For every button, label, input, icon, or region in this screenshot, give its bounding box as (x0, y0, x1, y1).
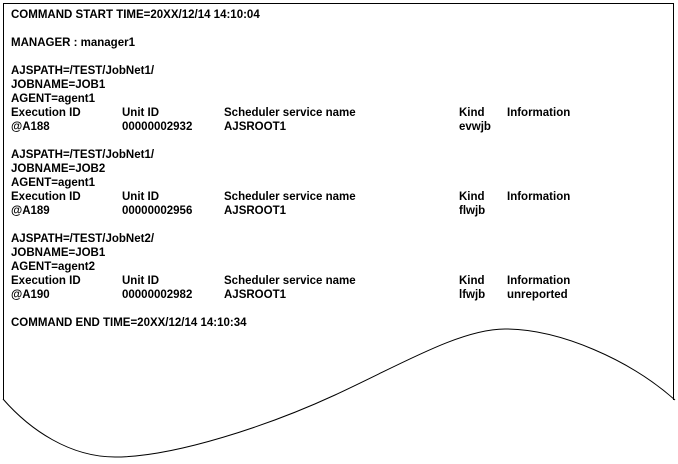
agent-line: AGENT=agent1 (11, 177, 96, 189)
column-header-kind: Kind (459, 275, 485, 287)
column-header-scheduler-service-name: Scheduler service name (224, 191, 356, 203)
cell-scheduler-service-name: AJSROOT1 (224, 289, 286, 301)
cell-unit-id: 00000002932 (122, 121, 193, 133)
column-header-information: Information (507, 191, 571, 203)
jobname-line: JOBNAME=JOB1 (11, 79, 106, 91)
cell-execution-id: @A190 (11, 289, 50, 301)
column-header-execution-id: Execution ID (11, 275, 81, 287)
column-header-information: Information (507, 275, 571, 287)
column-header-scheduler-service-name: Scheduler service name (224, 275, 356, 287)
cell-scheduler-service-name: AJSROOT1 (224, 205, 286, 217)
command-start-time-line: COMMAND START TIME=20XX/12/14 14:10:04 (11, 9, 260, 21)
column-header-kind: Kind (459, 191, 485, 203)
table-row: @A189 00000002956 AJSROOT1 flwjb (11, 204, 661, 218)
column-header-execution-id: Execution ID (11, 191, 81, 203)
column-header-unit-id: Unit ID (122, 191, 160, 203)
blank-line (11, 302, 661, 316)
cell-kind: lfwjb (459, 289, 486, 301)
table-header-row: Execution ID Unit ID Scheduler service n… (11, 106, 661, 120)
cell-unit-id: 00000002956 (122, 205, 193, 217)
table-row: @A188 00000002932 AJSROOT1 evwjb (11, 120, 661, 134)
ajspath-line: AJSPATH=/TEST/JobNet1/ (11, 149, 155, 161)
agent-line: AGENT=agent1 (11, 93, 96, 105)
table-header-row: Execution ID Unit ID Scheduler service n… (11, 274, 661, 288)
cell-scheduler-service-name: AJSROOT1 (224, 121, 286, 133)
cell-execution-id: @A189 (11, 205, 50, 217)
cell-information: unreported (507, 289, 568, 301)
column-header-information: Information (507, 107, 571, 119)
command-end-time-line: COMMAND END TIME=20XX/12/14 14:10:34 (11, 317, 247, 329)
blank-line (11, 22, 661, 36)
ajspath-line: AJSPATH=/TEST/JobNet1/ (11, 65, 155, 77)
jobname-line: JOBNAME=JOB2 (11, 163, 106, 175)
column-header-scheduler-service-name: Scheduler service name (224, 107, 356, 119)
table-row: @A190 00000002982 AJSROOT1 lfwjb unrepor… (11, 288, 661, 302)
cell-kind: flwjb (459, 205, 486, 217)
blank-line (11, 50, 661, 64)
agent-line: AGENT=agent2 (11, 261, 96, 273)
cell-unit-id: 00000002982 (122, 289, 193, 301)
blank-line (11, 134, 661, 148)
cell-kind: evwjb (459, 121, 491, 133)
ajspath-line: AJSPATH=/TEST/JobNet2/ (11, 233, 155, 245)
cell-execution-id: @A188 (11, 121, 50, 133)
blank-line (11, 218, 661, 232)
column-header-unit-id: Unit ID (122, 107, 160, 119)
manager-line: MANAGER : manager1 (11, 37, 135, 49)
column-header-unit-id: Unit ID (122, 275, 160, 287)
command-output-text: COMMAND START TIME=20XX/12/14 14:10:04 M… (11, 8, 661, 330)
column-header-execution-id: Execution ID (11, 107, 81, 119)
jobname-line: JOBNAME=JOB1 (11, 247, 106, 259)
table-header-row: Execution ID Unit ID Scheduler service n… (11, 190, 661, 204)
column-header-kind: Kind (459, 107, 485, 119)
